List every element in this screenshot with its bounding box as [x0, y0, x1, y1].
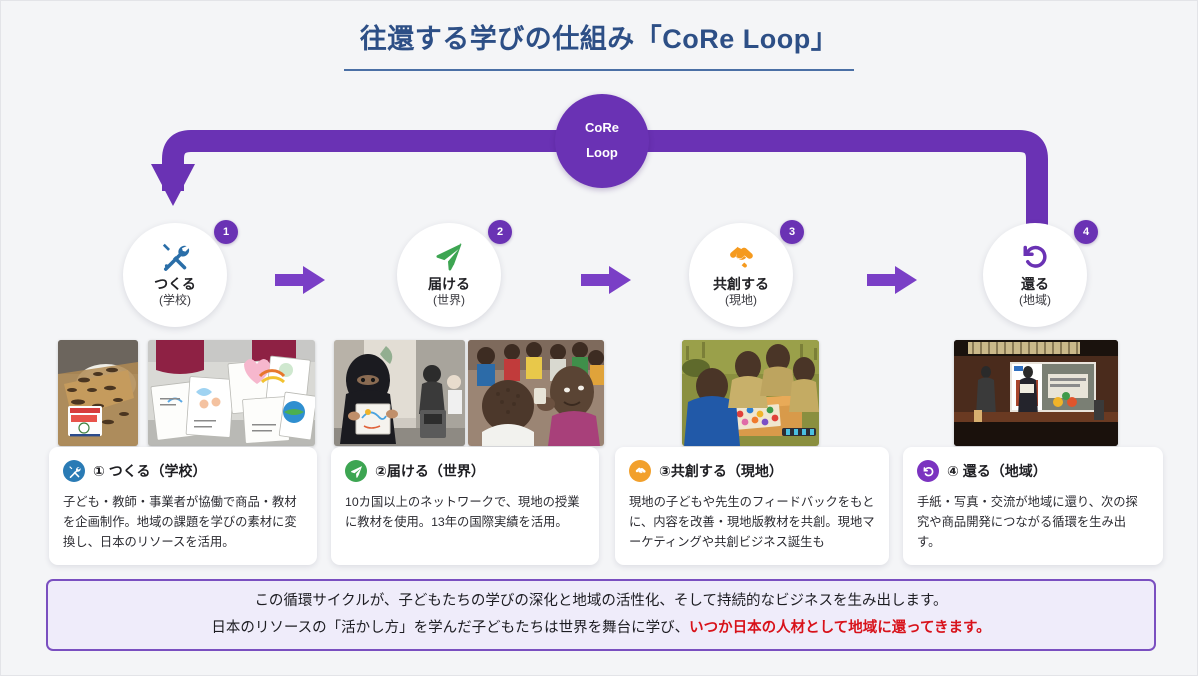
title-underline — [344, 69, 854, 72]
node-badge: 4 — [1074, 220, 1098, 244]
node-todokeru[interactable]: 届ける (世界) 2 — [397, 220, 512, 327]
undo-icon — [1020, 241, 1050, 271]
node-badge: 3 — [780, 220, 804, 244]
handshake-icon — [726, 241, 756, 271]
step-arrow-2-3 — [579, 263, 635, 302]
photo-children-group-outdoors — [468, 340, 604, 446]
photo-stage-presentation — [954, 340, 1118, 446]
node-badge: 1 — [214, 220, 238, 244]
tools-icon — [160, 241, 190, 271]
card-body: 現地の子どもや先生のフィードバックをもとに、内容を改善・現地版教材を共創。現地マ… — [629, 495, 875, 549]
send-icon — [345, 460, 367, 482]
node-kaeru[interactable]: 還る (地域) 4 — [983, 220, 1098, 327]
card-head: ① つくる（学校） — [63, 460, 303, 482]
core-loop-bubble: CoRe Loop — [555, 94, 649, 188]
step-arrow-1-2 — [273, 263, 329, 302]
handshake-icon — [629, 460, 651, 482]
card-body: 子ども・教師・事業者が協働で商品・教材を企画制作。地域の課題を学びの素材に変換し… — [63, 495, 297, 549]
info-card-todokeru[interactable]: ②届ける（世界） 10カ国以上のネットワークで、現地の授業に教材を使用。13年の… — [331, 447, 599, 565]
summary-line-1: この循環サイクルが、子どもたちの学びの深化と地域の活性化、そして持続的なビジネス… — [254, 593, 948, 610]
info-card-kaeru[interactable]: ④ 還る（地域） 手紙・写真・交流が地域に還り、次の探究や商品開発につながる循環… — [903, 447, 1163, 565]
card-body: 10カ国以上のネットワークで、現地の授業に教材を使用。13年の国際実績を活用。 — [345, 495, 580, 529]
node-subtitle: (学校) — [159, 293, 191, 308]
photo-woman-holding-drawing — [334, 340, 465, 446]
card-head: ③共創する（現地） — [629, 460, 875, 482]
photo-furikake-rice — [58, 340, 138, 446]
node-title: つくる — [154, 275, 196, 292]
card-title: ④ 還る（地域） — [947, 463, 1047, 479]
node-subtitle: (世界) — [433, 293, 465, 308]
tools-icon — [63, 460, 85, 482]
photo-childrens-cards — [148, 340, 315, 446]
photo-children-workshop-table — [682, 340, 819, 446]
page-title-wrap: 往還する学びの仕組み「CoRe Loop」 — [1, 23, 1197, 72]
card-title: ① つくる（学校） — [93, 463, 207, 479]
card-head: ④ 還る（地域） — [917, 460, 1149, 482]
send-icon — [434, 241, 464, 271]
info-card-kyosou[interactable]: ③共創する（現地） 現地の子どもや先生のフィードバックをもとに、内容を改善・現地… — [615, 447, 889, 565]
core-loop-line2: Loop — [586, 145, 618, 160]
summary-line-2-plain: 日本のリソースの「活かし方」を学んだ子どもたちは世界を舞台に学び、 — [211, 619, 690, 636]
info-card-tsukuru[interactable]: ① つくる（学校） 子ども・教師・事業者が協働で商品・教材を企画制作。地域の課題… — [49, 447, 317, 565]
card-title: ②届ける（世界） — [375, 463, 485, 479]
node-subtitle: (現地) — [725, 293, 757, 308]
node-title: 還る — [1021, 275, 1049, 292]
summary-box: この循環サイクルが、子どもたちの学びの深化と地域の活性化、そして持続的なビジネス… — [46, 579, 1156, 651]
summary-line-2-highlight: いつか日本の人材として地域に還ってきます。 — [689, 619, 991, 636]
step-arrow-3-4 — [865, 263, 921, 302]
node-kyosou[interactable]: 共創する (現地) 3 — [689, 220, 804, 327]
node-title: 共創する — [713, 275, 769, 292]
node-tsukuru[interactable]: つくる (学校) 1 — [123, 220, 238, 327]
card-body: 手紙・写真・交流が地域に還り、次の探究や商品開発につながる循環を生み出す。 — [917, 495, 1138, 549]
node-title: 届ける — [428, 275, 470, 292]
card-head: ②届ける（世界） — [345, 460, 585, 482]
node-subtitle: (地域) — [1019, 293, 1051, 308]
summary-line-2: 日本のリソースの「活かし方」を学んだ子どもたちは世界を舞台に学び、いつか日本の人… — [211, 620, 990, 637]
card-title: ③共創する（現地） — [659, 463, 783, 479]
page-title: 往還する学びの仕組み「CoRe Loop」 — [359, 24, 839, 54]
undo-icon — [917, 460, 939, 482]
node-badge: 2 — [488, 220, 512, 244]
core-loop-line1: CoRe — [585, 120, 619, 136]
